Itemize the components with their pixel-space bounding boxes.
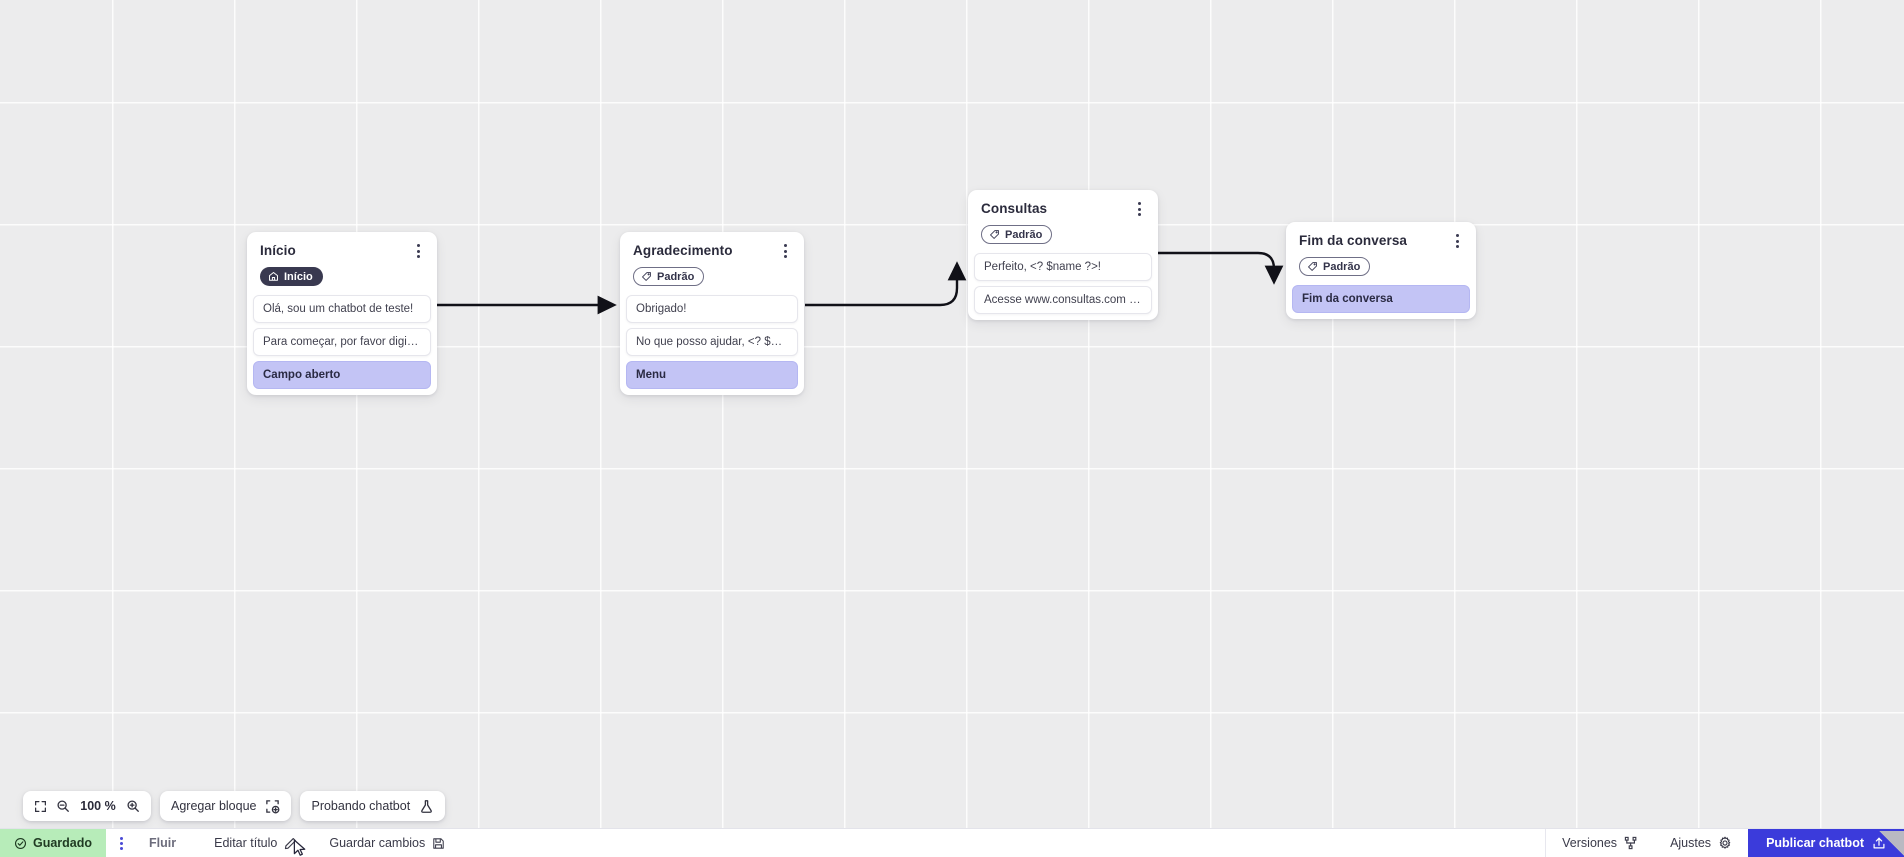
tab-fluir[interactable]: Fluir: [133, 829, 306, 857]
statusbar-right: Versiones Ajustes Publica: [1545, 829, 1904, 857]
flow-node-inicio[interactable]: Início Início Olá, sou um chatbot de tes…: [247, 232, 437, 395]
flask-icon: [419, 799, 434, 814]
settings-button[interactable]: Ajustes: [1654, 829, 1748, 857]
default-tag-badge[interactable]: Padrão: [633, 267, 705, 286]
default-tag-label: Padrão: [657, 270, 695, 283]
zoom-controls: 100 %: [23, 791, 151, 821]
pencil-icon: [284, 837, 297, 850]
settings-label: Ajustes: [1670, 836, 1712, 850]
edge-agradecimento-consultas: [805, 261, 967, 307]
node-title: Fim da conversa: [1299, 233, 1408, 248]
canvas-toolbar: 100 % Agregar bloque Probando chatbot: [23, 791, 446, 821]
tag-icon: [641, 271, 652, 282]
message-row-highlight[interactable]: Fim da conversa: [1292, 285, 1470, 313]
node-messages: Fim da conversa: [1286, 285, 1476, 313]
flow-node-agradecimento[interactable]: Agradecimento Padrão Obrigado! No que po…: [620, 232, 804, 395]
save-disk-icon: [432, 837, 445, 850]
tag-icon: [1307, 261, 1318, 272]
zoom-out-icon[interactable]: [56, 799, 70, 813]
node-header: Início: [247, 232, 437, 260]
node-tag-row: Padrão: [1286, 250, 1476, 285]
publish-chatbot-button[interactable]: Publicar chatbot: [1748, 829, 1904, 857]
node-messages: Olá, sou um chatbot de teste! Para começ…: [247, 295, 437, 389]
node-menu-button[interactable]: [777, 242, 793, 260]
test-chatbot-button[interactable]: Probando chatbot: [300, 791, 446, 821]
tag-icon: [989, 229, 1000, 240]
statusbar-menu-button[interactable]: [106, 829, 133, 857]
zoom-level: 100 %: [80, 799, 116, 813]
edit-title-label: Editar título: [214, 836, 278, 850]
start-badge[interactable]: Início: [260, 267, 323, 286]
add-block-icon: [265, 799, 280, 814]
message-row[interactable]: Perfeito, <? $name ?>!: [974, 253, 1152, 281]
node-title: Início: [260, 243, 296, 258]
check-circle-icon: [14, 837, 27, 850]
message-row[interactable]: Para começar, por favor digite o ...: [253, 328, 431, 356]
edge-consultas-fim: [1158, 251, 1284, 285]
node-tag-row: Início: [247, 260, 437, 295]
node-menu-button[interactable]: [410, 242, 426, 260]
message-row-highlight[interactable]: Campo aberto: [253, 361, 431, 389]
message-row-highlight[interactable]: Menu: [626, 361, 798, 389]
versions-label: Versiones: [1562, 836, 1618, 850]
default-tag-label: Padrão: [1005, 228, 1043, 241]
add-block-label: Agregar bloque: [171, 799, 257, 813]
home-icon: [268, 271, 279, 282]
node-title: Agradecimento: [633, 243, 733, 258]
node-header: Fim da conversa: [1286, 222, 1476, 250]
node-menu-button[interactable]: [1131, 200, 1147, 218]
bottom-status-bar: Guardado Fluir Editar título Guardar cam…: [0, 828, 1904, 857]
upload-icon: [1872, 836, 1886, 850]
fit-screen-icon[interactable]: [34, 800, 47, 813]
branch-icon: [1624, 836, 1638, 850]
statusbar-left: Guardado Fluir Editar título Guardar cam…: [0, 829, 461, 857]
gear-icon: [1718, 836, 1732, 850]
start-badge-label: Início: [284, 270, 313, 283]
saved-status: Guardado: [0, 829, 107, 857]
node-header: Agradecimento: [620, 232, 804, 260]
zoom-in-icon[interactable]: [126, 799, 140, 813]
default-tag-badge[interactable]: Padrão: [1299, 257, 1371, 276]
flow-node-consultas[interactable]: Consultas Padrão Perfeito, <? $name ?>! …: [968, 190, 1158, 320]
save-changes-button[interactable]: Guardar cambios: [313, 829, 461, 857]
message-row[interactable]: Olá, sou um chatbot de teste!: [253, 295, 431, 323]
versions-button[interactable]: Versiones: [1546, 829, 1654, 857]
message-row[interactable]: Acesse www.consultas.com par...: [974, 286, 1152, 314]
default-tag-label: Padrão: [1323, 260, 1361, 273]
flow-node-fim-da-conversa[interactable]: Fim da conversa Padrão Fim da conversa: [1286, 222, 1476, 319]
node-tag-row: Padrão: [968, 218, 1158, 253]
message-row[interactable]: No que posso ajudar, <? $name ...: [626, 328, 798, 356]
mouse-cursor-icon: [293, 839, 306, 856]
node-title: Consultas: [981, 201, 1048, 216]
node-header: Consultas: [968, 190, 1158, 218]
node-messages: Perfeito, <? $name ?>! Acesse www.consul…: [968, 253, 1158, 314]
edit-title-button[interactable]: Editar título: [198, 829, 313, 857]
tab-fluir-label: Fluir: [149, 836, 177, 850]
node-messages: Obrigado! No que posso ajudar, <? $name …: [620, 295, 804, 389]
add-block-button[interactable]: Agregar bloque: [160, 791, 292, 821]
node-menu-button[interactable]: [1449, 232, 1465, 250]
statusbar-spacer: [461, 829, 1545, 857]
default-tag-badge[interactable]: Padrão: [981, 225, 1053, 244]
message-row[interactable]: Obrigado!: [626, 295, 798, 323]
save-changes-label: Guardar cambios: [329, 836, 426, 850]
node-tag-row: Padrão: [620, 260, 804, 295]
test-chatbot-label: Probando chatbot: [311, 799, 411, 813]
publish-chatbot-label: Publicar chatbot: [1766, 836, 1864, 850]
saved-label: Guardado: [33, 836, 93, 850]
